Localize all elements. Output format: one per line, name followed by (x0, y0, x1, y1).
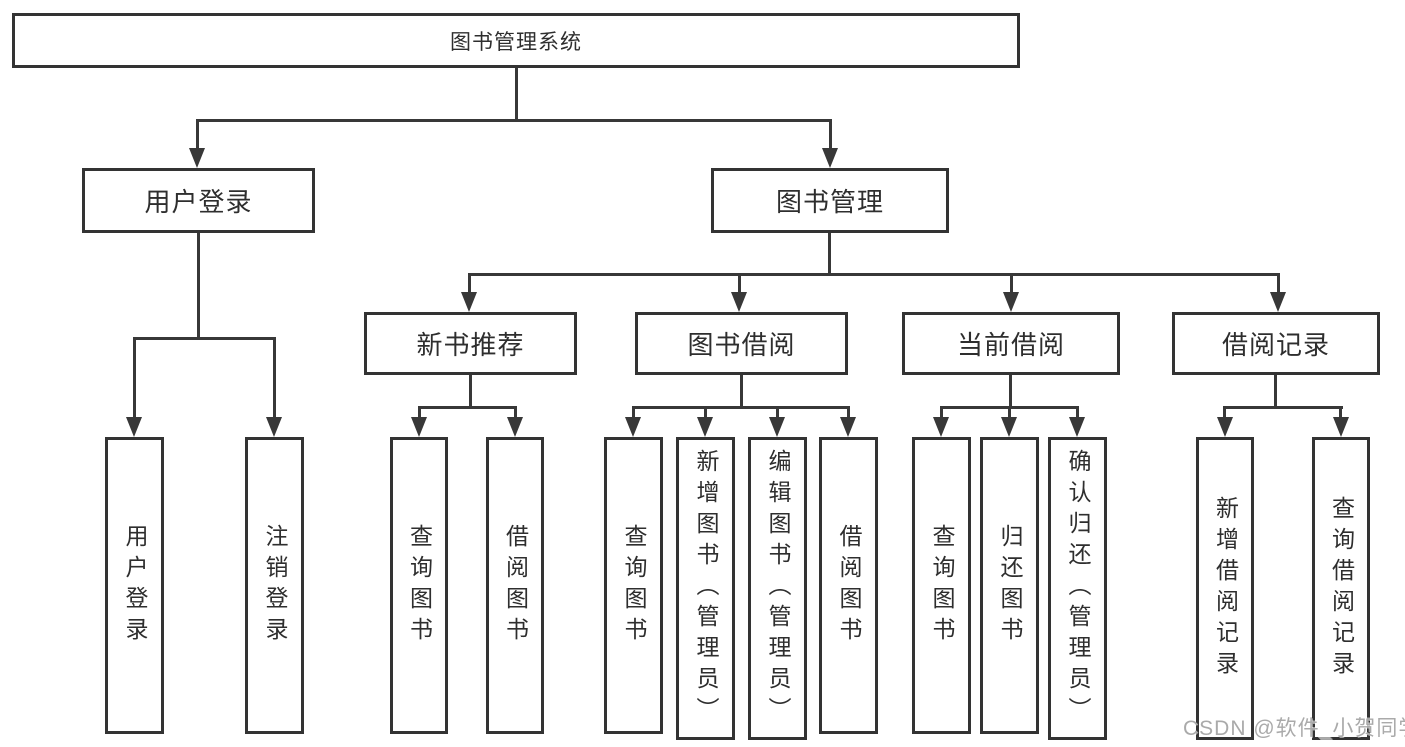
arrow-down-icon (1217, 417, 1233, 437)
leaf-cb-query-book: 查询图书 (912, 437, 971, 734)
arrow-down-icon (1270, 292, 1286, 312)
connector-line (740, 375, 743, 408)
leaf-br-query-record: 查询借阅记录 (1312, 437, 1370, 740)
arrow-down-icon (731, 292, 747, 312)
leaf-cb-confirm-return-label: 确认归还（管理员） (1065, 449, 1091, 728)
node-current-borrow: 当前借阅 (902, 312, 1120, 375)
connector-line (738, 273, 741, 295)
node-book-management: 图书管理 (711, 168, 949, 233)
leaf-logout: 注销登录 (245, 437, 304, 734)
leaf-cb-return-book-label: 归还图书 (997, 523, 1023, 648)
connector-line (133, 337, 276, 340)
connector-line (468, 273, 471, 295)
leaf-user-login-label: 用户登录 (122, 523, 148, 648)
connector-line (1223, 406, 1226, 420)
arrow-down-icon (461, 292, 477, 312)
connector-line (776, 406, 779, 420)
connector-line (829, 119, 832, 152)
node-user-login: 用户登录 (82, 168, 315, 233)
leaf-user-login: 用户登录 (105, 437, 164, 734)
node-root: 图书管理系统 (12, 13, 1020, 68)
connector-line (514, 406, 517, 420)
leaf-bb-add-book-label: 新增图书（管理员） (693, 449, 719, 728)
leaf-br-query-record-label: 查询借阅记录 (1328, 495, 1355, 682)
leaf-logout-label: 注销登录 (262, 523, 288, 648)
node-new-book-recommend-label: 新书推荐 (416, 330, 525, 360)
leaf-rec-borrow-book: 借阅图书 (486, 437, 544, 734)
leaf-br-add-record-label: 新增借阅记录 (1212, 495, 1239, 682)
connector-line (632, 406, 850, 409)
arrow-down-icon (1333, 417, 1349, 437)
leaf-rec-borrow-book-label: 借阅图书 (502, 523, 529, 648)
node-current-borrow-label: 当前借阅 (956, 330, 1065, 360)
leaf-br-add-record: 新增借阅记录 (1196, 437, 1254, 740)
node-new-book-recommend: 新书推荐 (364, 312, 577, 375)
arrow-down-icon (189, 148, 205, 168)
connector-line (418, 406, 517, 409)
connector-line (468, 273, 1280, 276)
node-user-login-label: 用户登录 (144, 187, 253, 217)
leaf-bb-query-book: 查询图书 (604, 437, 663, 734)
connector-line (273, 337, 276, 420)
connector-line (847, 406, 850, 420)
arrow-down-icon (822, 148, 838, 168)
node-book-management-label: 图书管理 (775, 187, 884, 217)
arrow-down-icon (266, 417, 282, 437)
connector-line (1274, 375, 1277, 408)
arrow-down-icon (1001, 417, 1017, 437)
node-borrow-record-label: 借阅记录 (1221, 330, 1330, 360)
arrow-down-icon (126, 417, 142, 437)
leaf-cb-confirm-return: 确认归还（管理员） (1048, 437, 1107, 740)
connector-line (1224, 406, 1343, 409)
arrow-down-icon (933, 417, 949, 437)
arrow-down-icon (507, 417, 523, 437)
connector-line (196, 119, 199, 152)
arrow-down-icon (769, 417, 785, 437)
arrow-down-icon (411, 417, 427, 437)
connector-line (133, 337, 136, 420)
leaf-bb-borrow-book: 借阅图书 (819, 437, 878, 734)
leaf-bb-add-book: 新增图书（管理员） (676, 437, 735, 740)
connector-line (196, 119, 832, 122)
node-book-borrow-label: 图书借阅 (687, 330, 796, 360)
arrow-down-icon (1003, 292, 1019, 312)
arrow-down-icon (840, 417, 856, 437)
connector-line (940, 406, 943, 420)
connector-line (828, 233, 831, 275)
leaf-cb-query-book-label: 查询图书 (929, 523, 955, 648)
node-book-borrow: 图书借阅 (635, 312, 848, 375)
leaf-rec-query-book-label: 查询图书 (406, 523, 433, 648)
connector-line (1008, 406, 1011, 420)
connector-line (469, 375, 472, 408)
connector-line (1339, 406, 1342, 420)
connector-line (632, 406, 635, 420)
connector-line (515, 68, 518, 122)
connector-line (197, 233, 200, 339)
leaf-bb-borrow-book-label: 借阅图书 (836, 523, 862, 648)
leaf-bb-edit-book-label: 编辑图书（管理员） (765, 449, 791, 728)
node-root-label: 图书管理系统 (450, 30, 582, 54)
connector-line (1010, 273, 1013, 295)
connector-line (1009, 375, 1012, 408)
leaf-bb-edit-book: 编辑图书（管理员） (748, 437, 807, 740)
arrow-down-icon (625, 417, 641, 437)
arrow-down-icon (697, 417, 713, 437)
connector-line (1277, 273, 1280, 295)
leaf-cb-return-book: 归还图书 (980, 437, 1039, 734)
connector-line (1076, 406, 1079, 420)
leaf-rec-query-book: 查询图书 (390, 437, 448, 734)
csdn-watermark: CSDN @软件_小贺同学 (1183, 717, 1405, 740)
node-borrow-record: 借阅记录 (1172, 312, 1380, 375)
leaf-bb-query-book-label: 查询图书 (621, 523, 647, 648)
connector-line (418, 406, 421, 420)
arrow-down-icon (1069, 417, 1085, 437)
connector-line (704, 406, 707, 420)
